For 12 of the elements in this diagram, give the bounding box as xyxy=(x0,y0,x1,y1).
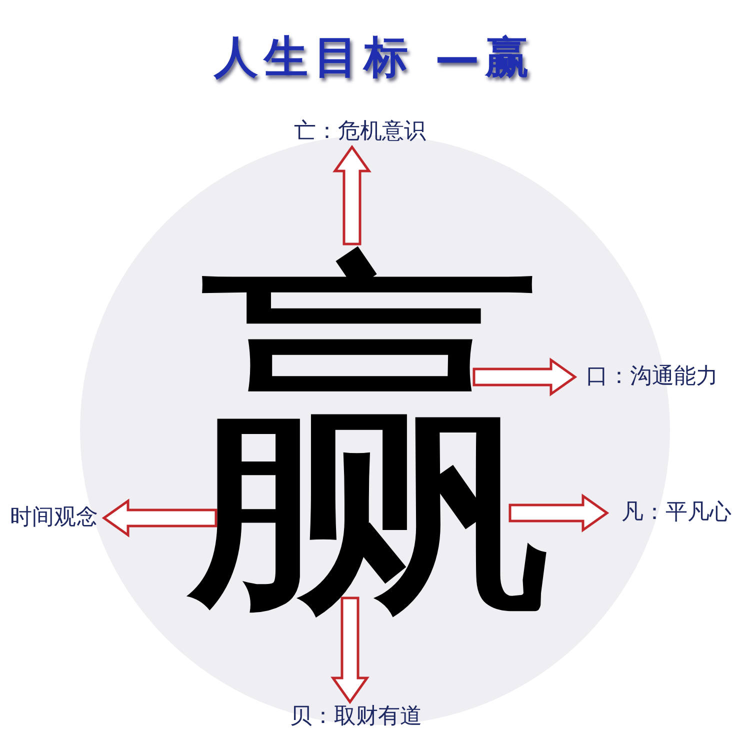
meaning-label: 口：沟通能力 xyxy=(577,364,727,390)
arrow xyxy=(102,498,218,538)
title: 人生目标 —赢 xyxy=(214,32,536,83)
arrow xyxy=(332,144,372,246)
meaning-label: 凡：平凡心 xyxy=(609,500,744,526)
meaning-label: 时间观念 xyxy=(6,505,102,531)
arrow xyxy=(508,494,610,532)
meaning-label: 亡：危机意识 xyxy=(260,119,460,145)
meaning-label: 贝：取财有道 xyxy=(256,704,456,730)
large-character: 赢 xyxy=(170,240,570,630)
arrow xyxy=(472,358,578,396)
arrow xyxy=(330,596,370,704)
